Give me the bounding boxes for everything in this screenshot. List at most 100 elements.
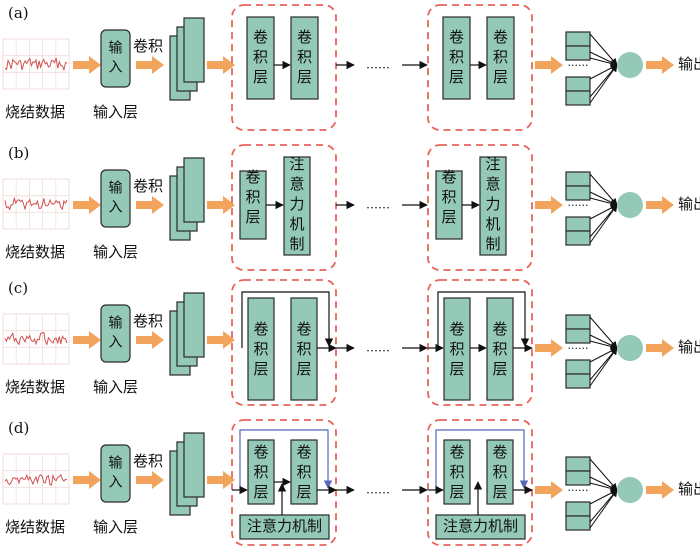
panel-label: (c) [8, 279, 28, 297]
attention-text: 注意力机制 [485, 155, 500, 253]
conv-layer-text: 卷积层 [492, 320, 507, 378]
module-dashed-box [231, 4, 337, 131]
vertical-char: 卷 [253, 443, 268, 461]
conv-layer-text: 卷积层 [297, 28, 312, 86]
fully-connected-section: ······输出 [565, 171, 700, 246]
fc-connection [589, 482, 618, 492]
vertical-char: 入 [109, 335, 123, 351]
vertical-char: 层 [253, 68, 268, 86]
conv-layer-text: 卷积层 [492, 443, 507, 501]
input-layer-block [100, 304, 131, 363]
fc-connection [589, 64, 618, 104]
fc-block-top [565, 171, 591, 187]
arrow-shape [646, 56, 674, 74]
flow-arrow-icon [207, 331, 235, 349]
sintering-data-label: 烧结数据 [5, 243, 65, 261]
conv-label: 卷积 [133, 177, 163, 195]
module-1: 卷积层 注意力机制 [231, 144, 337, 271]
flow-arrow-icon [73, 56, 101, 74]
vertical-char: 积 [492, 463, 507, 481]
ellipsis-label: …… [366, 58, 390, 72]
arrow-shape [535, 56, 563, 74]
fc-block-bottom [565, 76, 591, 92]
fc-ellipsis: ······ [568, 342, 589, 355]
conv-layer-block [486, 16, 515, 100]
conv-layer-text: 卷积层 [253, 443, 268, 501]
flow-arrow-icon [73, 471, 101, 489]
conv-layer-text: 卷积层 [449, 443, 464, 501]
chart-frame [2, 38, 70, 90]
output-label: 输出 [678, 195, 700, 213]
fc-block-bottom [565, 90, 591, 106]
sintering-data-chart [2, 38, 70, 90]
module-dashed-box [427, 4, 533, 131]
feature-maps-stack [169, 432, 205, 516]
fully-connected-section: ······输出 [565, 456, 700, 531]
output-label: 输出 [678, 55, 700, 73]
chart-frame [2, 453, 70, 505]
input-layer-label: 输入层 [93, 103, 138, 121]
fc-connection [589, 489, 618, 505]
input-layer-text: 输入 [109, 181, 123, 216]
vertical-char: 层 [449, 360, 464, 378]
sintering-data-chart [2, 313, 70, 365]
panel-label: (d) [8, 419, 29, 437]
fc-connection [589, 64, 618, 80]
attention-block [283, 156, 311, 256]
arrow-shape [207, 56, 235, 74]
vertical-char: 机 [289, 215, 304, 233]
vertical-char: 积 [441, 188, 456, 206]
input-layer-text: 输入 [109, 316, 123, 351]
input-layer-label: 输入层 [93, 518, 138, 536]
feature-maps-stack [169, 17, 205, 101]
module-dashed-box [231, 279, 337, 406]
fc-block-top [565, 456, 591, 472]
vertical-char: 层 [253, 483, 268, 501]
conv-label: 卷积 [133, 37, 163, 55]
vertical-char: 积 [296, 463, 311, 481]
vertical-char: 层 [449, 483, 464, 501]
vertical-char: 输 [109, 181, 123, 197]
skip-connection [241, 291, 334, 348]
flow-arrow-icon [646, 339, 674, 357]
vertical-char: 卷 [253, 28, 268, 46]
fully-connected-section: ······输出 [565, 31, 700, 106]
conv-layer-text: 卷积层 [449, 28, 464, 86]
fc-connection [589, 191, 618, 206]
fc-connection [589, 347, 618, 363]
feature-maps-stack [169, 292, 205, 376]
fc-connection [589, 64, 618, 98]
fc-connection [589, 316, 618, 349]
arrow-shape [646, 481, 674, 499]
conv-layer-block [290, 16, 319, 100]
conv-label: 卷积 [133, 312, 163, 330]
fc-block-top [565, 314, 591, 330]
sintering-data-chart [2, 178, 70, 230]
conv-layer-text: 卷积层 [245, 168, 260, 226]
module-dashed-box [427, 419, 533, 546]
vertical-char: 制 [289, 235, 304, 253]
flow-arrow-icon [73, 196, 101, 214]
sintering-data-chart [2, 453, 70, 505]
output-label: 输出 [678, 338, 700, 356]
conv-layer-block [246, 16, 275, 100]
vertical-char: 力 [485, 195, 500, 213]
skip-connection [435, 429, 529, 490]
arrow-shape [535, 339, 563, 357]
fc-block-top [565, 328, 591, 344]
vertical-char: 意 [289, 175, 304, 193]
sintering-data-label: 烧结数据 [5, 378, 65, 396]
arrow-shape [207, 196, 235, 214]
attention-text: 注意力机制 [289, 155, 304, 253]
arrow-shape [136, 331, 164, 349]
sintering-data-label: 烧结数据 [5, 518, 65, 536]
fc-connection [589, 204, 618, 220]
vertical-char: 卷 [441, 168, 456, 186]
fc-connection [589, 347, 618, 381]
arrow-shape [207, 331, 235, 349]
